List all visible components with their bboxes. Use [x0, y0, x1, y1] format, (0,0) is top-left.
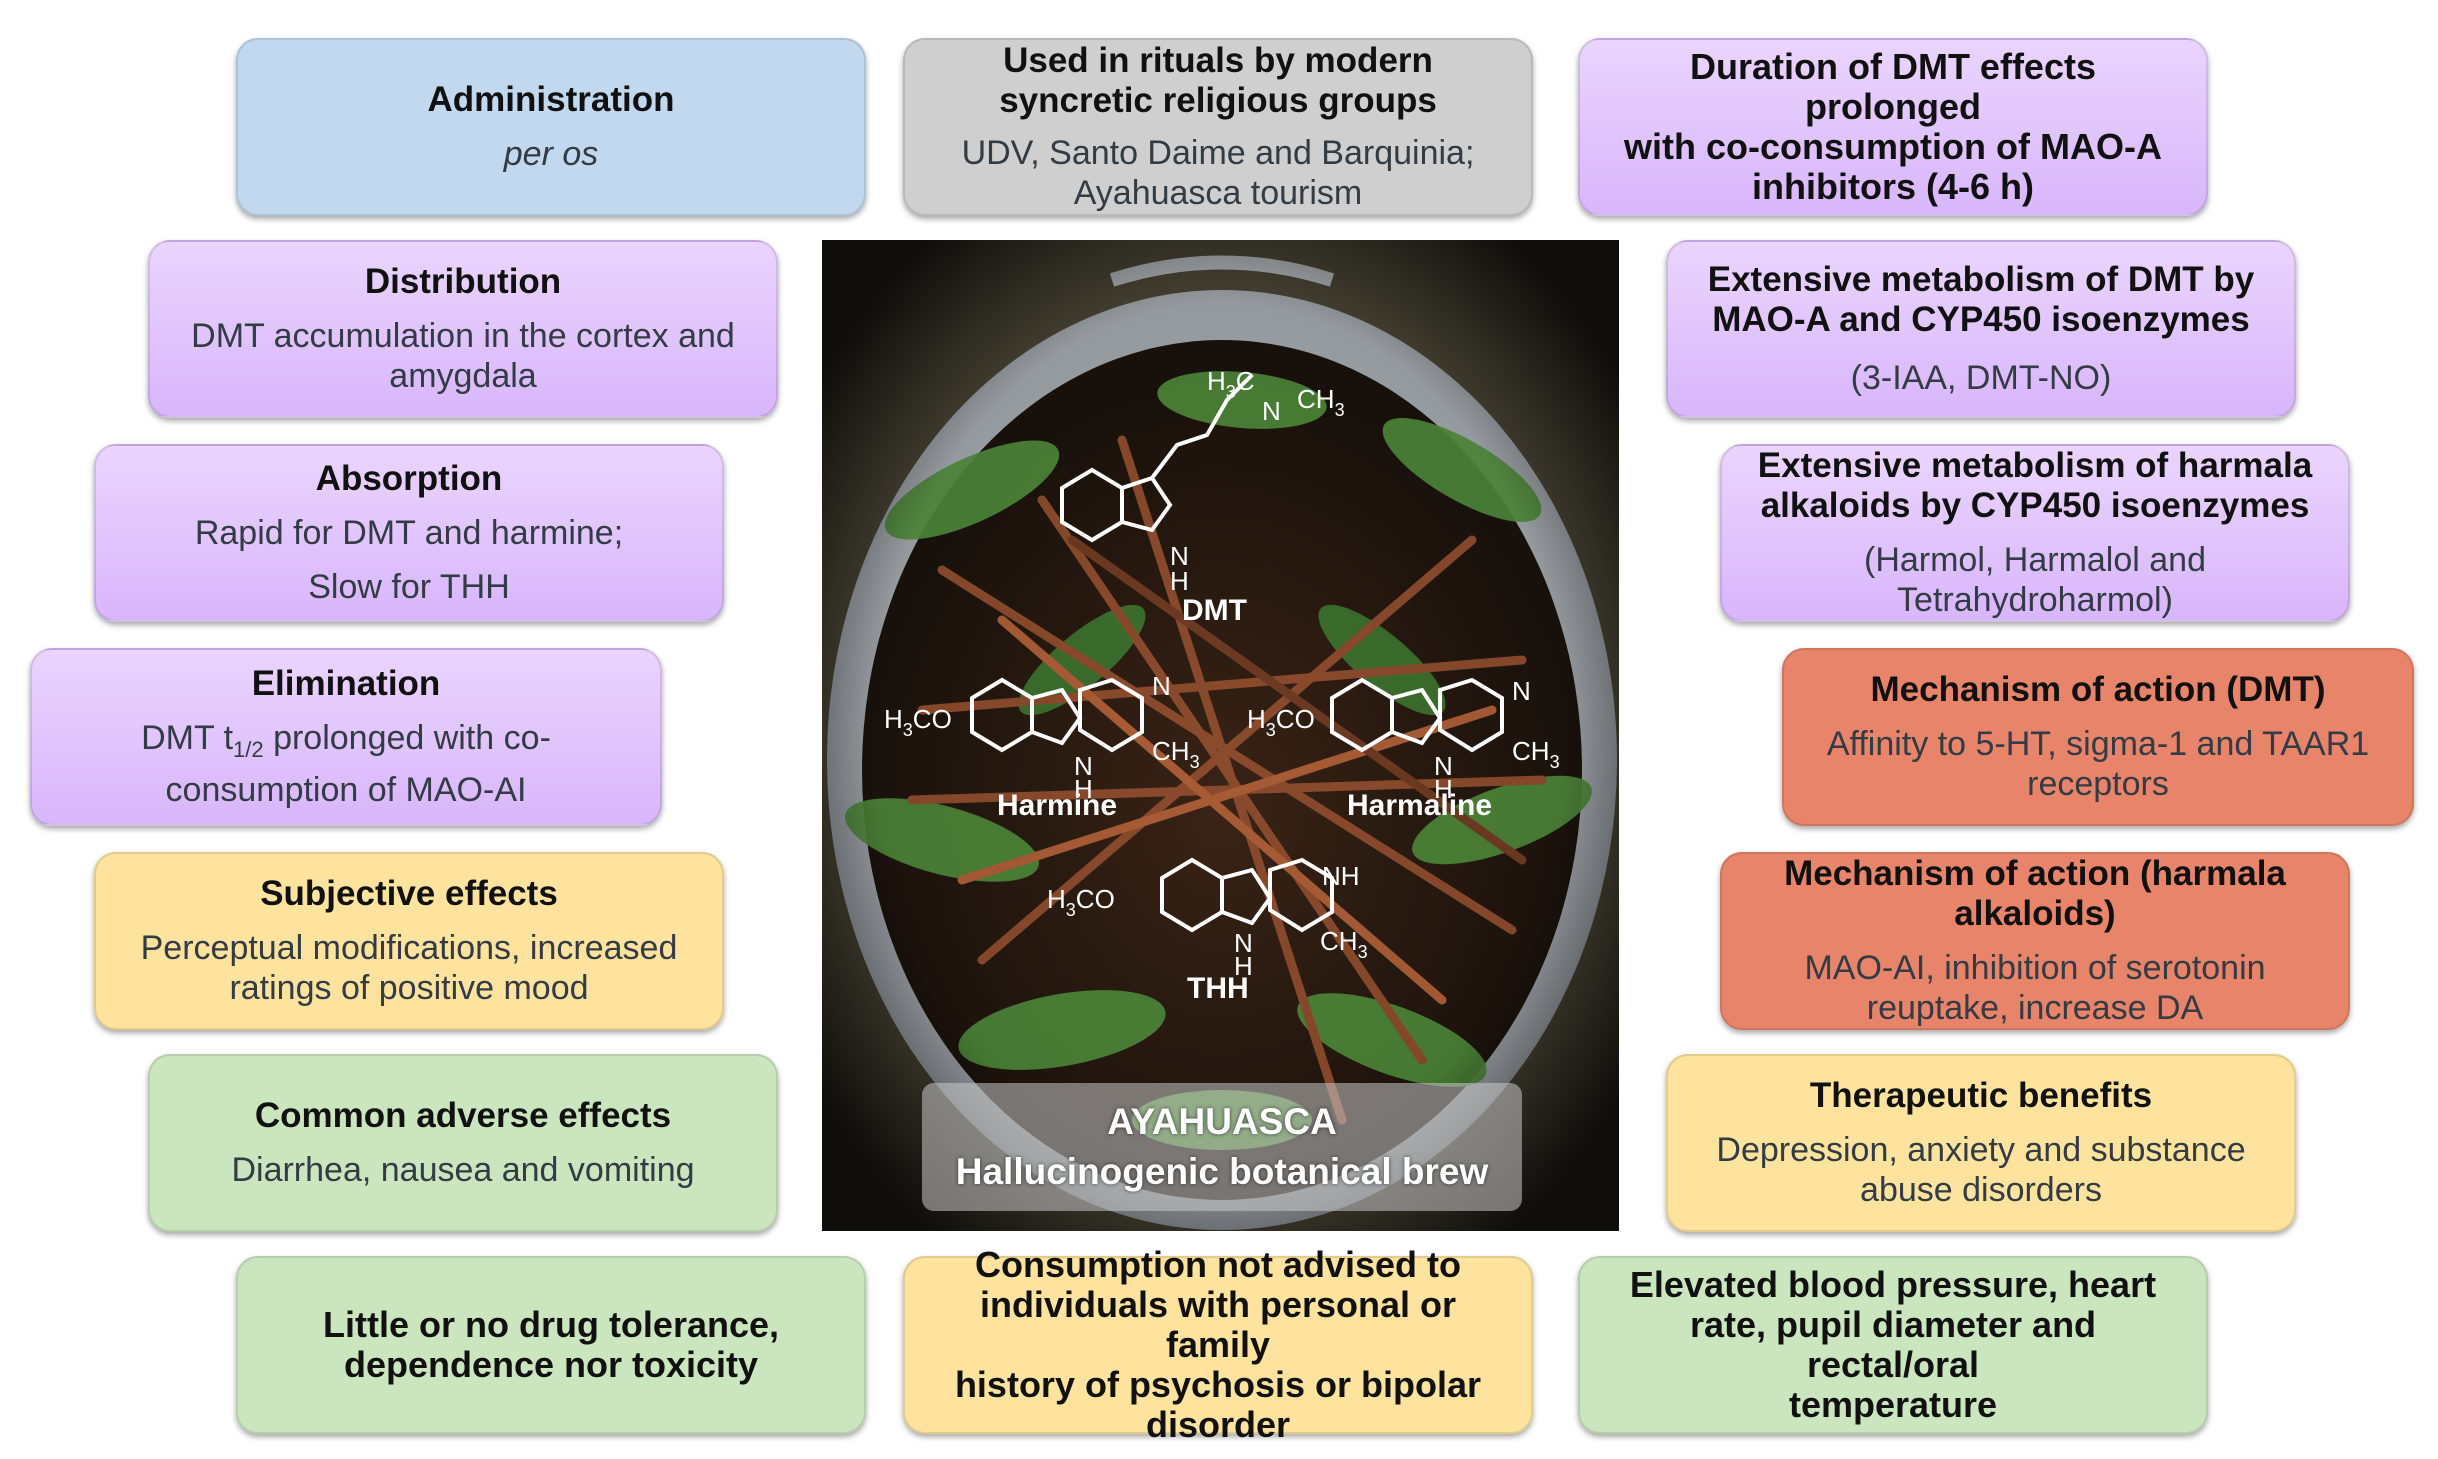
consumption-warning-box: Consumption not advised to individuals w… [903, 1245, 1533, 1445]
adverse-effects-body: Diarrhea, nausea and vomiting [231, 1151, 695, 1189]
administration-title: Administration [427, 80, 675, 119]
vignette [822, 240, 1619, 1231]
elimination-box: Elimination DMT t1/2 prolonged with co- … [30, 648, 662, 826]
thh-n-label: N [1234, 928, 1253, 958]
duration-text: Duration of DMT effects prolonged with c… [1624, 46, 2162, 207]
harmine-label: Harmine [997, 789, 1117, 822]
absorption-title: Absorption [315, 459, 503, 498]
harmine-ch3-label: CH3 [1152, 736, 1200, 772]
thh-label: THH [1187, 972, 1249, 1005]
molecule-structures [970, 373, 1504, 933]
adverse-effects-box: Common adverse effects Diarrhea, nausea … [148, 1054, 778, 1232]
harmaline-ch3-label: CH3 [1512, 736, 1560, 772]
thh-h3co-label: H3CO [1047, 884, 1115, 920]
molecule-labels: H3C N CH3 N H DMT H3CO N N H CH3 Harmine… [884, 366, 1560, 1005]
metabolism-harmala-box: Extensive metabolism of harmala alkaloid… [1720, 444, 2350, 622]
harmaline-ring-c [1438, 677, 1504, 753]
moa-harmala-title: Mechanism of action (harmala alkaloids) [1784, 854, 2286, 933]
metabolism-harmala-title: Extensive metabolism of harmala alkaloid… [1757, 446, 2313, 525]
caption-subtitle: Hallucinogenic botanical brew [955, 1151, 1489, 1192]
tolerance-text: Little or no drug tolerance, dependence … [322, 1304, 780, 1385]
elimination-title: Elimination [251, 664, 441, 704]
harmine-nh-label: N [1074, 751, 1093, 781]
administration-body: per os [503, 135, 599, 173]
rituals-body: UDV, Santo Daime and Barquinia; Ayahuasc… [961, 134, 1475, 212]
harmine-h-label: H [1074, 774, 1093, 804]
metabolism-dmt-box: Extensive metabolism of DMT by MAO-A and… [1666, 240, 2296, 418]
harmine-ring-c [1078, 677, 1144, 753]
absorption-box: Absorption Rapid for DMT and harmine; Sl… [94, 444, 724, 622]
dmt-n-label: N [1262, 396, 1281, 426]
harmine-ring-b [1030, 687, 1083, 746]
elevated-vitals-box: Elevated blood pressure, heart rate, pup… [1578, 1256, 2208, 1434]
thh-ch3-label: CH3 [1320, 926, 1368, 962]
elimination-body: DMT t1/2 prolonged with co- consumption … [141, 719, 551, 809]
moa-harmala-body: MAO-AI, inhibition of serotonin reuptake… [1804, 949, 2266, 1027]
harmaline-h3co-label: H3CO [1247, 704, 1315, 740]
harmine-n-label: N [1152, 671, 1171, 701]
harmaline-h-label: H [1434, 774, 1453, 804]
caption-title: AYAHUASCA [1107, 1101, 1337, 1142]
thh-ring-b [1220, 867, 1273, 926]
dmt-label: DMT [1182, 594, 1247, 627]
dmt-h3c-label: H3C [1207, 366, 1255, 402]
dmt-side-chain [1150, 373, 1254, 480]
distribution-body: DMT accumulation in the cortex and amygd… [191, 317, 735, 395]
therapeutic-benefits-box: Therapeutic benefits Depression, anxiety… [1666, 1054, 2296, 1232]
dmt-h-label: H [1170, 566, 1189, 596]
consumption-warning-text: Consumption not advised to individuals w… [954, 1244, 1482, 1445]
metabolism-dmt-title: Extensive metabolism of DMT by MAO-A and… [1707, 260, 2255, 339]
harmaline-ring-b [1390, 687, 1443, 746]
elevated-vitals-text: Elevated blood pressure, heart rate, pup… [1629, 1264, 2157, 1425]
ayahuasca-brew-photo: H3C N CH3 N H DMT H3CO N N H CH3 Harmine… [822, 240, 1619, 1231]
moa-dmt-box: Mechanism of action (DMT) Affinity to 5-… [1782, 648, 2414, 826]
subjective-effects-box: Subjective effects Perceptual modificati… [94, 852, 724, 1030]
rituals-title: Used in rituals by modern syncretic reli… [999, 41, 1437, 120]
moa-harmala-box: Mechanism of action (harmala alkaloids) … [1720, 852, 2350, 1030]
thh-nh-label: NH [1322, 861, 1360, 891]
moa-dmt-title: Mechanism of action (DMT) [1870, 670, 2326, 709]
moa-dmt-body: Affinity to 5-HT, sigma-1 and TAAR1 rece… [1826, 725, 2370, 803]
tolerance-box: Little or no drug tolerance, dependence … [236, 1256, 866, 1434]
therapeutic-benefits-title: Therapeutic benefits [1809, 1076, 2153, 1115]
absorption-body: Rapid for DMT and harmine; Slow for THH [194, 514, 624, 606]
dmt-nh-label: N [1170, 541, 1189, 571]
dmt-pyrrole-ring [1120, 475, 1173, 533]
harmaline-nh-label: N [1434, 751, 1453, 781]
thh-ring-c [1268, 857, 1334, 933]
harmaline-label: Harmaline [1347, 789, 1492, 822]
harmaline-n-label: N [1512, 676, 1531, 706]
rituals-box: Used in rituals by modern syncretic reli… [903, 38, 1533, 216]
adverse-effects-title: Common adverse effects [254, 1096, 672, 1135]
subjective-effects-title: Subjective effects [260, 874, 558, 913]
administration-box: Administration per os [236, 38, 866, 216]
dmt-ch3-label: CH3 [1297, 384, 1345, 420]
metabolism-dmt-body: (3-IAA, DMT-NO) [1850, 359, 2112, 397]
duration-box: Duration of DMT effects prolonged with c… [1578, 38, 2208, 216]
subjective-effects-body: Perceptual modifications, increased rati… [140, 929, 678, 1007]
thh-h-label: H [1234, 951, 1253, 981]
therapeutic-benefits-body: Depression, anxiety and substance abuse … [1716, 1131, 2246, 1209]
harmine-h3co-label: H3CO [884, 704, 952, 740]
distribution-box: Distribution DMT accumulation in the cor… [148, 240, 778, 418]
distribution-title: Distribution [364, 262, 562, 301]
metabolism-harmala-body: (Harmol, Harmalol and Tetrahydroharmol) [1864, 541, 2206, 619]
brew-caption: AYAHUASCA Hallucinogenic botanical brew [922, 1083, 1522, 1211]
brew-illustration: H3C N CH3 N H DMT H3CO N N H CH3 Harmine… [822, 240, 1619, 1231]
